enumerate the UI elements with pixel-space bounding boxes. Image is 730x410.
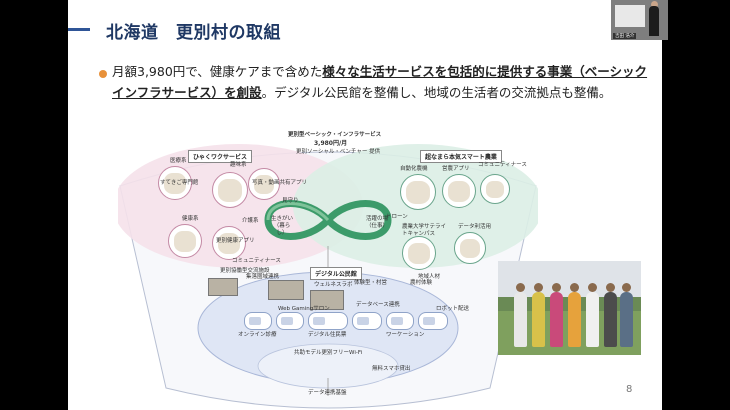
wifi-label: 共助モデル更別フリーWi-Fi xyxy=(294,350,363,356)
left-label-care: 介護系 xyxy=(242,218,259,224)
center-label-region: 集落圏域連携 xyxy=(246,274,280,280)
bullet-text: 月額3,980円で、健康ケアまで含めた様々な生活サービスを包括的に提供する事業（… xyxy=(112,61,652,103)
service-chip-1 xyxy=(244,312,272,330)
left-label-medical: 医療系 xyxy=(170,158,187,164)
center-label-farm-exp: 農村体験 xyxy=(410,280,433,286)
right-label-drone: ドローン xyxy=(386,214,408,220)
infinity-label-work: 活躍の場（仕事） xyxy=(365,216,388,229)
health-node xyxy=(168,224,202,258)
data-node xyxy=(454,232,486,264)
medical-node xyxy=(158,166,192,200)
bullet-icon xyxy=(99,70,107,78)
page-number: 8 xyxy=(626,384,633,395)
right-label-campus: 農業大学サテライトキャンパス xyxy=(402,224,447,237)
person-5 xyxy=(586,283,599,347)
service-chip-6 xyxy=(418,312,448,330)
person-6 xyxy=(604,283,617,347)
title-accent-line xyxy=(68,28,90,31)
right-service-box: 超なまら本気スマート農業 xyxy=(420,150,502,163)
digital-hall-box: デジタル公民館 xyxy=(310,267,362,280)
service-chip-3 xyxy=(308,312,348,330)
left-label-clinic: すてきご専門館 xyxy=(160,180,199,186)
group-photo xyxy=(498,261,641,355)
facility-photo xyxy=(208,278,238,296)
right-label-people: 地域人材 xyxy=(418,274,441,280)
webcam-thumbnail[interactable]: 吉田 浩介 xyxy=(611,0,668,40)
photo-app-node xyxy=(248,168,280,200)
center-label-database: データベース連携 xyxy=(356,302,400,308)
center-label-gaming: Web Gamingサロン xyxy=(278,306,330,312)
left-service-box: ひゃくワクサービス xyxy=(188,150,253,163)
left-label-health: 健康系 xyxy=(182,216,199,222)
left-label-watch: 見守り xyxy=(282,198,299,204)
left-label-health-app: 更別健康アプリ xyxy=(216,238,255,244)
service-diagram: 更別型ベーシック・インフラサービス 3,980円/月 更別ソーシャル・ベンチャー… xyxy=(118,128,538,410)
right-label-data: データ利活用 xyxy=(458,224,492,230)
building-photo xyxy=(268,280,304,300)
right-label-machine: 自動化農機 xyxy=(400,166,428,172)
hobby-node xyxy=(212,172,248,208)
smartphone-label: 無料スマホ貸出 xyxy=(372,366,411,372)
diagram-header-title: 更別型ベーシック・インフラサービス xyxy=(288,132,382,138)
presenter-name-tag: 吉田 浩介 xyxy=(613,33,637,39)
slide-title: 北海道 更別村の取組 xyxy=(106,23,281,43)
left-label-hobby: 趣味系 xyxy=(230,162,247,168)
health-app-node xyxy=(212,226,246,260)
lab-photo xyxy=(310,290,344,310)
right-label-app: 営農アプリ xyxy=(442,166,470,172)
center-label-facility: 更別協働型交流施設 xyxy=(220,268,270,274)
diagram-header-provider: 更別ソーシャル・ベンチャー 提供 xyxy=(296,149,381,155)
bullet-text-start: 月額3,980円で、健康ケアまで含めた xyxy=(112,64,323,79)
center-label-lab: ウェルネスラボ xyxy=(314,282,353,288)
person-7 xyxy=(620,283,633,347)
center-label-robot: ロボット配送 xyxy=(436,306,470,312)
person-4 xyxy=(568,283,581,347)
center-label-workation: ワーケーション xyxy=(386,332,425,338)
diagram-header-price: 3,980円/月 xyxy=(314,140,348,147)
center-label-online: オンライン診療 xyxy=(238,332,277,338)
bullet-text-end: 。デジタル公民館を整備し、地域の生活者の交流拠点も整備。 xyxy=(261,85,612,100)
center-label-village: 体験型・村営 xyxy=(354,280,388,286)
left-label-nurse: コミュニティナース xyxy=(232,258,281,264)
right-label-nurse: コミュニティナース xyxy=(478,162,527,168)
person-1 xyxy=(514,283,527,347)
projector-screen xyxy=(615,5,645,27)
farm-app-node xyxy=(442,174,476,208)
presenter-head xyxy=(651,1,658,8)
nurse-node xyxy=(480,174,510,204)
left-label-photo-app: 写真・動画共有アプリ xyxy=(252,180,308,186)
service-chip-4 xyxy=(352,312,382,330)
service-chip-2 xyxy=(276,312,304,330)
slide: 北海道 更別村の取組 月額3,980円で、健康ケアまで含めた様々な生活サービスを… xyxy=(68,0,662,410)
infinity-label-life: 生きがい（暮らし） xyxy=(270,216,293,236)
person-3 xyxy=(550,283,563,347)
center-label-resident: デジタル住民票 xyxy=(308,332,347,338)
person-2 xyxy=(532,283,545,347)
service-chip-5 xyxy=(386,312,414,330)
data-platform-label: データ連携基盤 xyxy=(308,390,347,396)
campus-node xyxy=(402,236,436,270)
machine-node xyxy=(400,174,436,210)
presenter xyxy=(649,6,659,36)
bullet-text-underlined: 様々な生活サービスを包括的に提供する事業（ベーシックインフラサービス）を創設 xyxy=(112,64,648,100)
